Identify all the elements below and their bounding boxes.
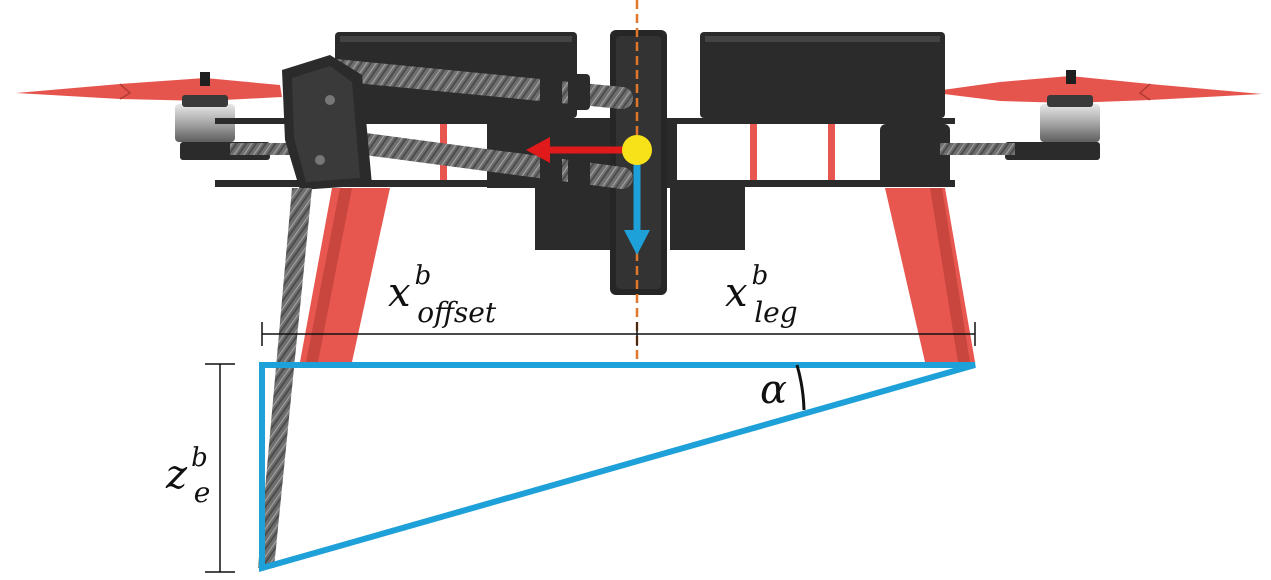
right-battery-box [700,32,945,118]
left-leg-hinge [282,55,372,190]
right-landing-leg [885,188,975,362]
right-propeller [928,70,1262,103]
right-motor [1005,95,1100,160]
geometry-triangle [259,362,976,572]
label-alpha: α [760,367,787,413]
carbon-arms [230,59,1015,194]
left-landing-leg [300,188,390,362]
extending-leg [258,188,312,568]
alpha-angle-arc [795,364,806,411]
center-of-mass-dot [622,135,652,165]
vertical-dimension-line [205,363,235,573]
left-propeller [16,72,282,101]
horizontal-dimension-line [261,322,976,346]
